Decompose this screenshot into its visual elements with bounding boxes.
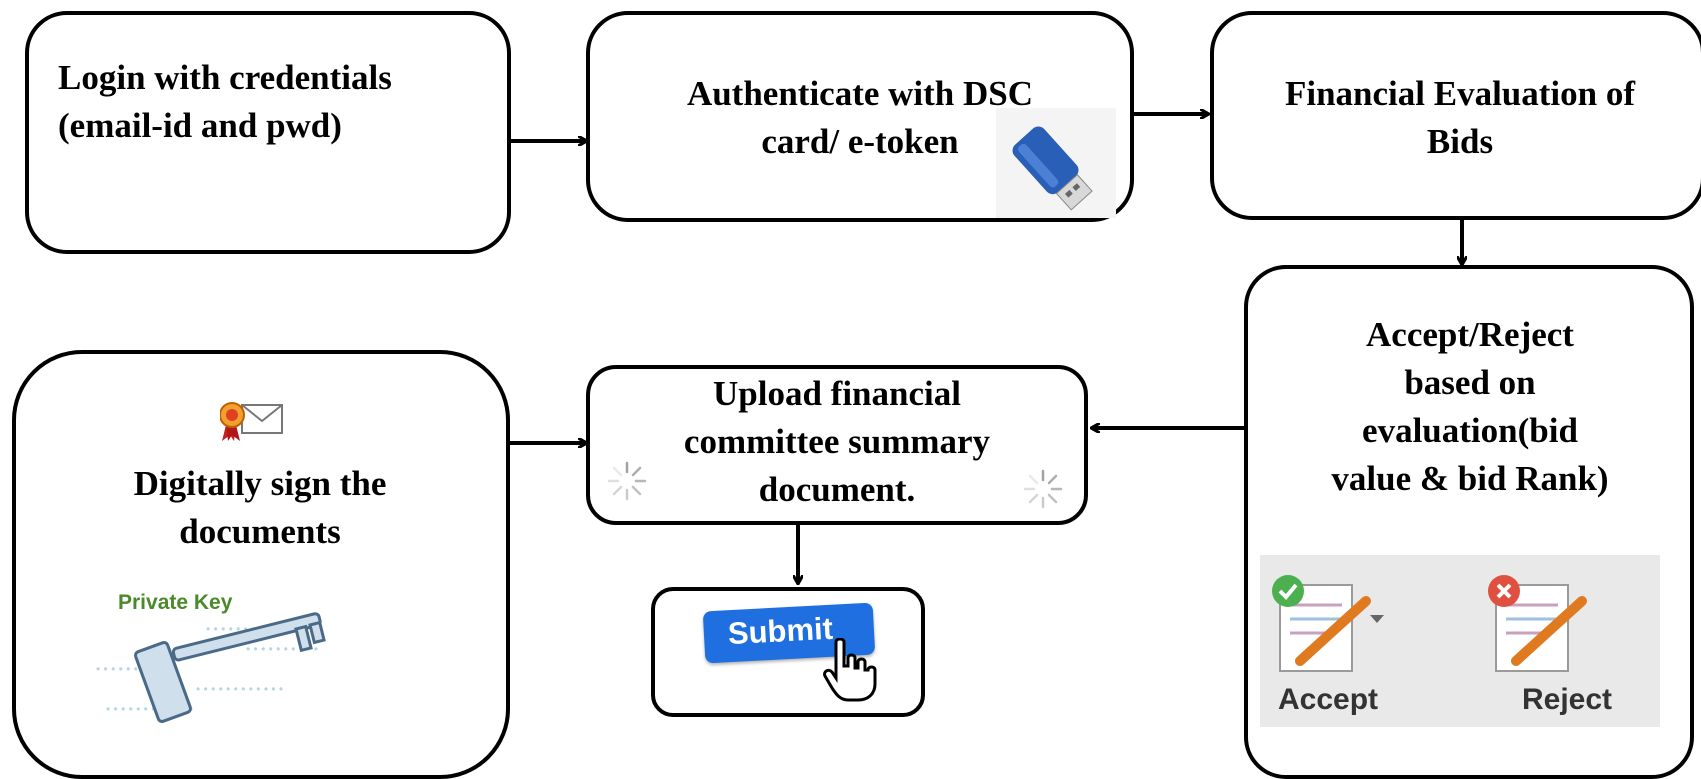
accept-reject-image: Accept Reject <box>1260 555 1660 727</box>
step-accept-reject-line3: evaluation(bid <box>1362 411 1578 450</box>
submit-button-label: Submit <box>727 610 834 652</box>
step-login-text: Login with credentials (email-id and pwd… <box>58 54 392 150</box>
reject-document-icon <box>1488 575 1587 672</box>
private-key-label: Private Key <box>118 591 233 614</box>
private-key-image: Private Key • • • • • • • • • • • • • • … <box>96 585 436 735</box>
step-accept-reject-text: Accept/Reject based on evaluation(bid va… <box>1260 311 1680 503</box>
accept-document-icon <box>1272 575 1371 672</box>
step-sign-text: Digitally sign the documents <box>40 460 480 556</box>
step-login-line2: (email-id and pwd) <box>58 106 342 145</box>
certificate-mail-icon <box>220 402 283 441</box>
step-accept-reject-line4: value & bid Rank) <box>1331 459 1609 498</box>
step-accept-reject-line1: Accept/Reject <box>1366 315 1574 354</box>
reject-label: Reject <box>1522 683 1613 716</box>
step-financial-line2: Bids <box>1426 122 1494 161</box>
step-financial-line1: Financial Evaluation of <box>1284 74 1636 113</box>
step-login-line1: Login with credentials <box>58 58 392 97</box>
step-accept-reject-line2: based on <box>1404 363 1536 402</box>
step-authenticate-line2: card/ e-token <box>761 122 959 161</box>
svg-text:• • • • • • • • • • • •: • • • • • • • • • • • • <box>196 682 283 696</box>
usb-token-icon <box>996 108 1116 218</box>
step-financial-box <box>1210 11 1701 220</box>
step-upload-line2: committee summary <box>683 422 991 461</box>
loading-spinner-icon <box>1023 469 1063 509</box>
step-upload-line1: Upload financial <box>713 374 961 413</box>
step-login-box <box>25 11 511 254</box>
hand-cursor-icon <box>823 638 877 702</box>
step-sign-line2: documents <box>179 512 341 551</box>
step-authenticate-text: Authenticate with DSC card/ e-token <box>620 70 1100 166</box>
private-key-icon <box>133 612 326 723</box>
loading-spinner-icon <box>607 461 647 501</box>
step-upload-line3: document. <box>758 470 916 509</box>
step-sign-line1: Digitally sign the <box>133 464 387 503</box>
step-financial-text: Financial Evaluation of Bids <box>1220 70 1700 166</box>
accept-label: Accept <box>1278 683 1379 716</box>
step-authenticate-line1: Authenticate with DSC <box>686 74 1034 113</box>
step-upload-text: Upload financial committee summary docum… <box>600 370 1074 514</box>
step-upload-box <box>586 365 1088 525</box>
